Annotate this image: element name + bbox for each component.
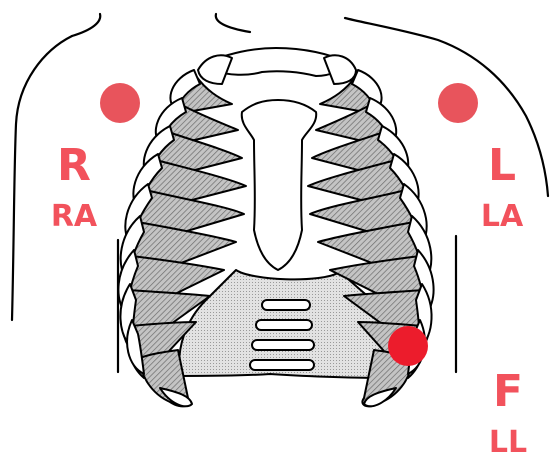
label-leg-code: LL (489, 425, 527, 460)
electrode-ll (388, 326, 428, 366)
label-left-code: LA (481, 199, 524, 234)
shoulder-bone-left (198, 55, 232, 84)
label-right-code: RA (51, 199, 98, 234)
shoulder-bone-right (324, 55, 356, 84)
electrode-ra (100, 83, 140, 123)
electrode-la (438, 83, 478, 123)
rib-cage (118, 48, 433, 406)
sternum (242, 100, 316, 270)
label-leg-letter: F (493, 366, 523, 417)
neck-left-line (72, 14, 100, 36)
neck-right-line (216, 14, 250, 32)
label-right-letter: R (57, 140, 91, 191)
label-left-letter: L (488, 140, 516, 191)
